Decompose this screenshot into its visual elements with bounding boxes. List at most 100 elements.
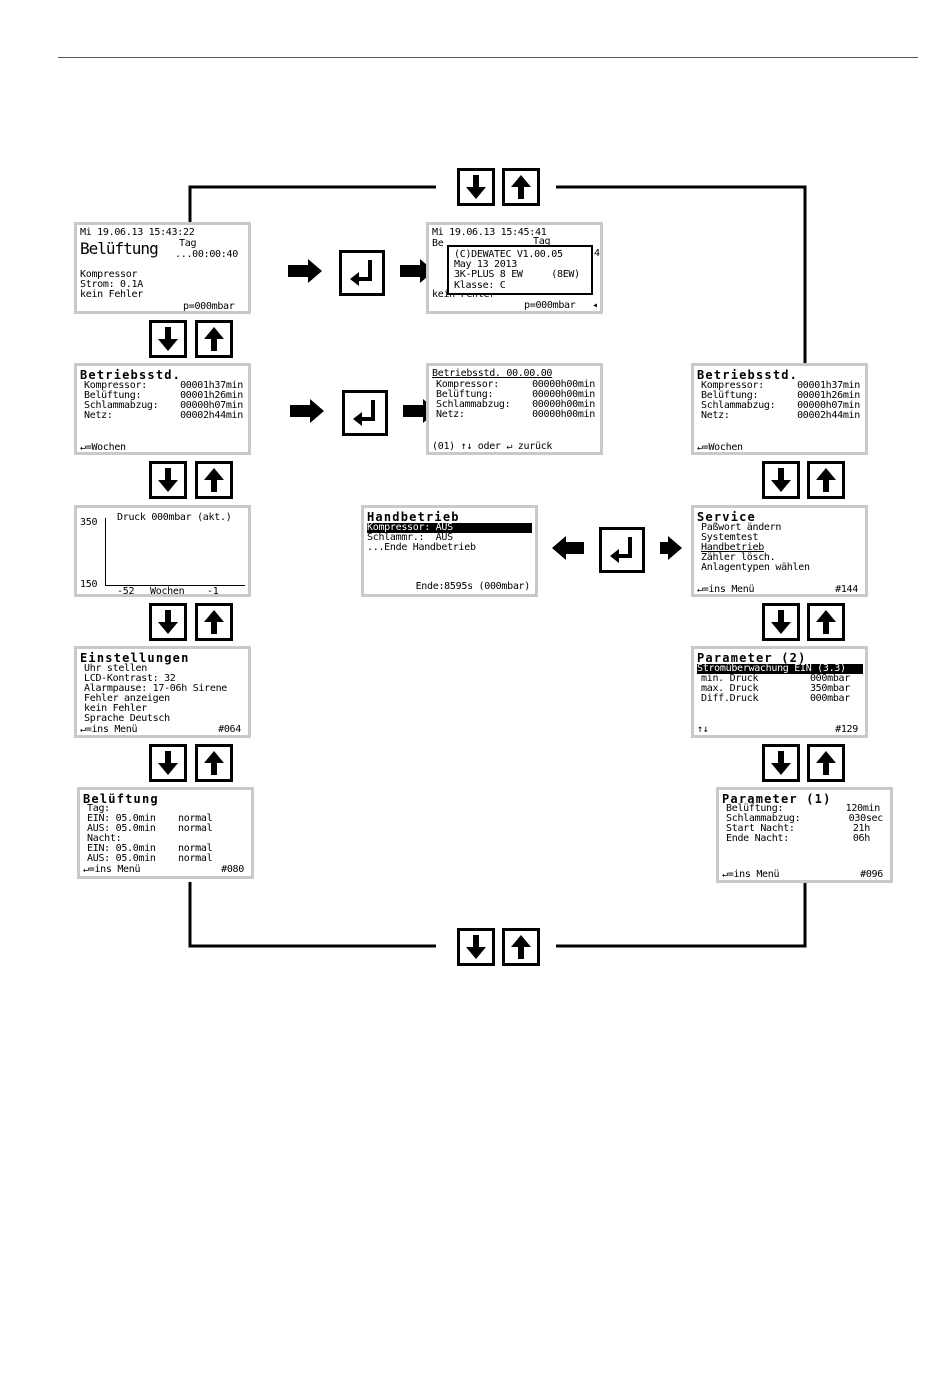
up-key[interactable] — [195, 603, 233, 641]
arrow-up-icon — [204, 327, 224, 351]
pressure-value: p=000mbar — [524, 300, 576, 311]
enter-key[interactable] — [599, 527, 645, 573]
day-off: AUS: 05.0min — [87, 823, 156, 834]
row-label: Kompressor: — [84, 380, 147, 391]
top-left-line — [188, 185, 436, 222]
menu-item[interactable]: Zähler lösch. — [701, 552, 776, 563]
up-key[interactable] — [195, 744, 233, 782]
screen-code: #080 — [221, 864, 244, 875]
y-top-label: 350 — [80, 517, 98, 528]
lcd-parameter-1-screen: Parameter (1) Belüftung: 120min Schlamma… — [716, 787, 893, 883]
screen-title: Betriebsstd. — [697, 368, 799, 382]
row-value: 00001h37min — [797, 380, 860, 391]
enter-key[interactable] — [342, 390, 388, 436]
screen-title: Handbetrieb — [367, 510, 460, 524]
menu-item[interactable]: LCD-Kontrast: 32 — [84, 673, 176, 684]
night-on: EIN: 05.0min — [87, 843, 156, 854]
menu-item[interactable]: Fehler anzeigen — [84, 693, 170, 704]
down-key[interactable] — [762, 461, 800, 499]
menu-item[interactable]: Anlagentypen wählen — [701, 562, 810, 573]
enter-icon — [353, 400, 375, 426]
row-label: Schlammabzug: — [726, 813, 801, 824]
row-label: Netz: — [84, 410, 113, 421]
lcd-main-screen: Mi 19.06.13 15:43:22 Belüftung Tag ...00… — [74, 222, 251, 314]
up-key[interactable] — [807, 461, 845, 499]
arrow-down-icon — [771, 468, 791, 492]
mode-label: Belüftung — [80, 239, 159, 258]
enter-icon — [350, 260, 372, 286]
footer-hint: (01) ↑↓ oder ↵ zurück — [432, 441, 553, 452]
night-label: Nacht: — [87, 833, 122, 844]
menu-item[interactable]: Systemtest — [701, 532, 759, 543]
arrow-up-icon — [816, 751, 836, 775]
day-label: Tag: — [87, 803, 110, 814]
x-axis-label: Wochen — [150, 586, 185, 597]
arrow-right-icon — [660, 536, 682, 560]
menu-item[interactable]: Handbetrieb — [701, 542, 764, 553]
menu-row[interactable]: ...Ende Handbetrieb — [367, 542, 476, 553]
tag-partial: Tag — [533, 236, 551, 247]
menu-item[interactable]: kein Fehler — [84, 703, 147, 714]
footer-hint: ↵=Wochen — [80, 442, 126, 453]
up-key[interactable] — [502, 928, 540, 966]
mode-partial: Be — [432, 238, 444, 249]
up-key[interactable] — [502, 168, 540, 206]
up-key[interactable] — [807, 603, 845, 641]
menu-item[interactable]: Sprache Deutsch — [84, 713, 170, 724]
screen-code: #144 — [835, 584, 858, 595]
row-value: 030sec — [848, 813, 884, 824]
arrow-up-icon — [816, 468, 836, 492]
down-key[interactable] — [149, 320, 187, 358]
screen-title: Parameter (2) — [697, 651, 807, 665]
screen-code: #064 — [218, 724, 241, 735]
row-label: Belüftung: — [726, 803, 784, 814]
up-key[interactable] — [195, 320, 233, 358]
menu-row[interactable]: Schlammr.: AUS — [367, 533, 453, 543]
arrow-right-icon — [400, 259, 434, 283]
screen-title: Einstellungen — [80, 651, 190, 665]
menu-item[interactable]: Uhr stellen — [84, 663, 147, 674]
menu-item[interactable]: Paßwort ändern — [701, 522, 782, 533]
footer-hint: ↵=ins Menü — [697, 584, 755, 595]
footer-hint: ↑↓ — [697, 724, 709, 735]
row-label: Schlammabzug: — [436, 399, 511, 410]
footer-hint: ↵=ins Menü — [722, 869, 780, 880]
screen-title: Belüftung — [83, 792, 159, 806]
night-off-mode: normal — [178, 853, 213, 864]
down-key[interactable] — [762, 744, 800, 782]
down-key[interactable] — [149, 744, 187, 782]
selected-row[interactable]: Kompressor: AUS — [367, 523, 532, 533]
row-label: Kompressor: — [436, 379, 499, 390]
tag-label: Tag — [179, 238, 197, 249]
row-value: 00000h07min — [180, 400, 243, 411]
arrow-down-icon — [771, 610, 791, 634]
down-key[interactable] — [149, 461, 187, 499]
selected-row[interactable]: Stromüberwachung EIN (3.3) — [697, 664, 863, 674]
arrow-left-icon — [552, 536, 584, 560]
lcd-aeration-screen: Belüftung Tag: EIN: 05.0min normal AUS: … — [77, 787, 254, 879]
row-value: 00000h00min — [532, 379, 595, 390]
row-value: 120min — [845, 803, 881, 814]
up-key[interactable] — [195, 461, 233, 499]
triangle-left-icon: ◂ — [592, 300, 598, 311]
down-key[interactable] — [457, 928, 495, 966]
up-key[interactable] — [807, 744, 845, 782]
down-key[interactable] — [762, 603, 800, 641]
lcd-service-screen: Service Paßwort ändern Systemtest Handbe… — [691, 505, 868, 597]
menu-item[interactable]: Alarmpause: 17-06h Sirene — [84, 683, 228, 694]
arrow-down-icon — [158, 751, 178, 775]
lcd-parameter-2-screen: Parameter (2) Stromüberwachung EIN (3.3)… — [691, 646, 868, 738]
screen-title: Betriebsstd. 00.00.00 — [432, 368, 553, 379]
down-key[interactable] — [457, 168, 495, 206]
screen-title: Parameter (1) — [722, 792, 832, 806]
enter-key[interactable] — [339, 250, 385, 296]
down-key[interactable] — [149, 603, 187, 641]
row-label: Kompressor: — [701, 380, 764, 391]
x-axis — [105, 585, 245, 586]
row-value: 21h — [852, 823, 870, 834]
footer-hint: ↵=Wochen — [697, 442, 743, 453]
lcd-pressure-chart-screen: Druck 000mbar (akt.) 350 150 -52 Wochen … — [74, 505, 251, 597]
screen-title: Betriebsstd. — [80, 368, 182, 382]
row-value: 00001h26min — [180, 390, 243, 401]
